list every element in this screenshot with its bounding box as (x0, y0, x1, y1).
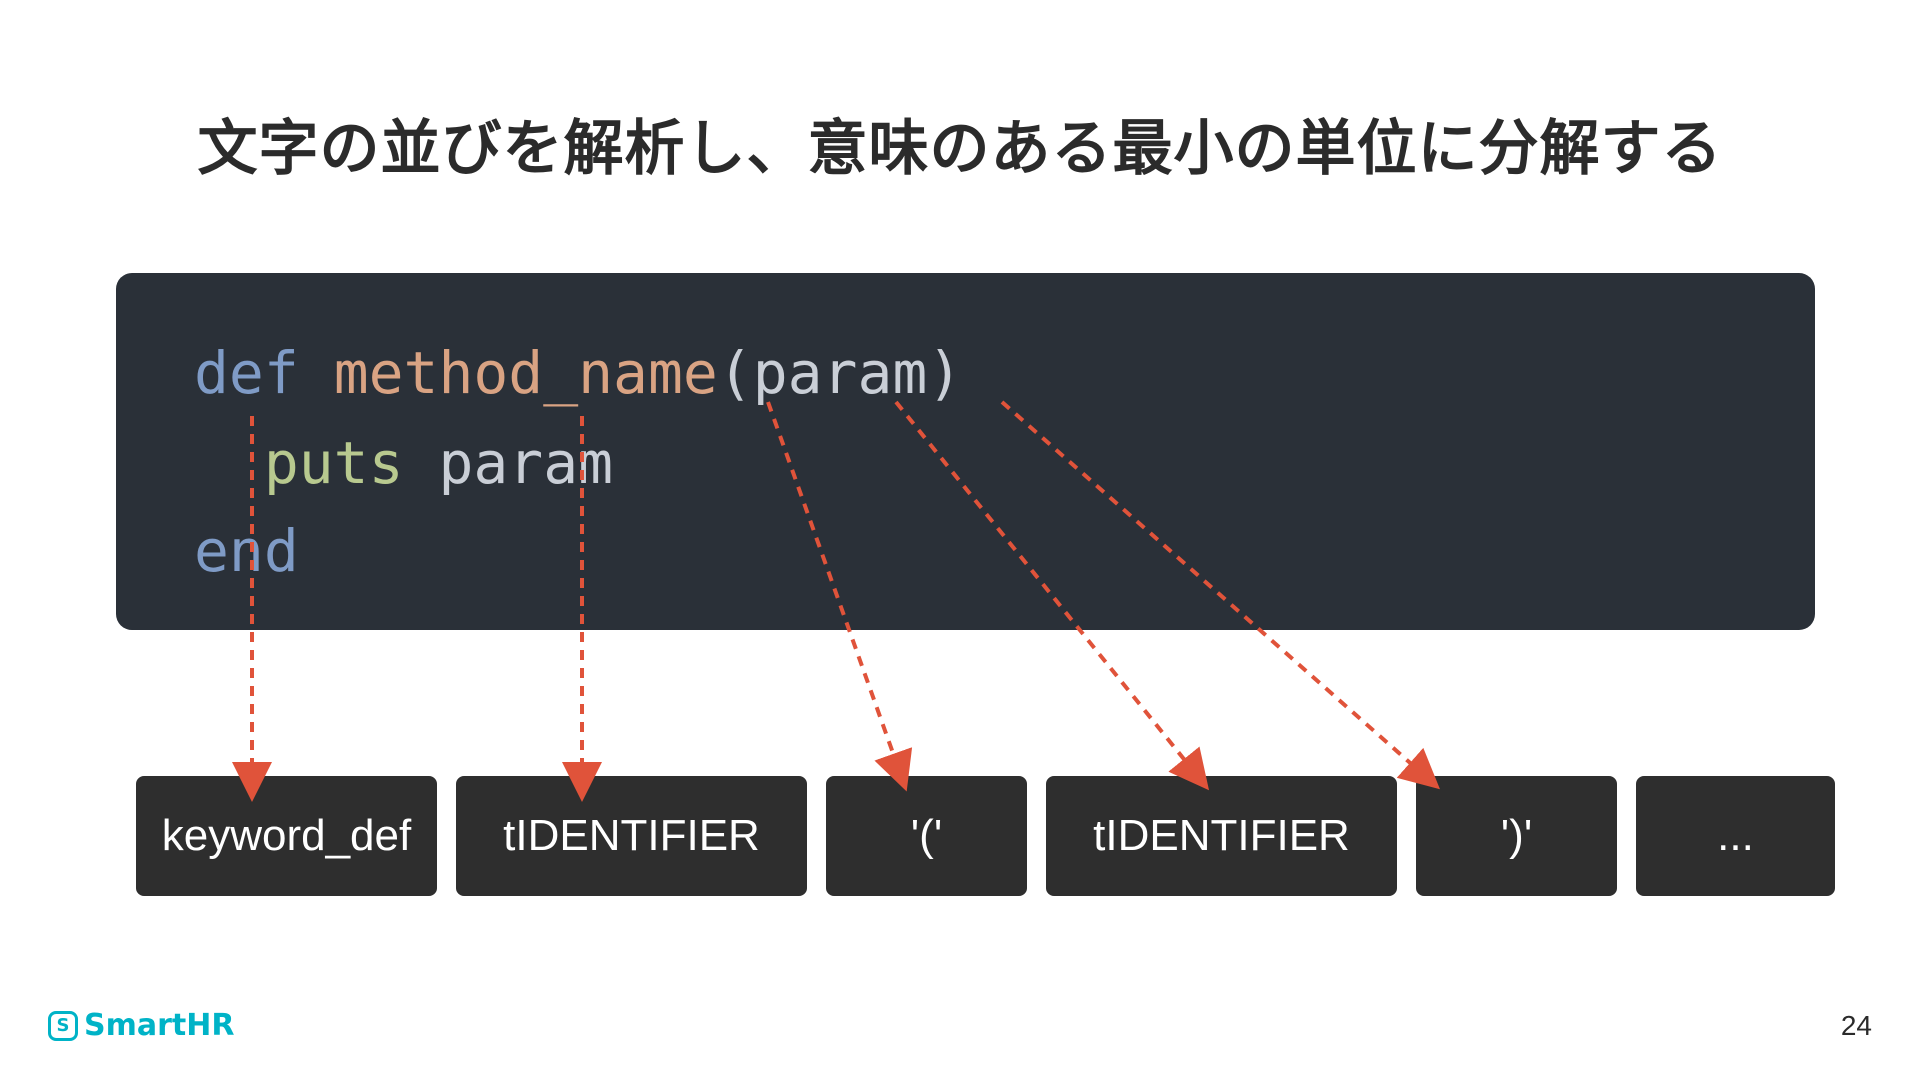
token-box-tidentifier-2: tIDENTIFIER (1046, 776, 1397, 896)
slide-title: 文字の並びを解析し、意味のある最小の単位に分解する (197, 114, 1723, 184)
code-space (299, 339, 334, 407)
token-box-keyword-def: keyword_def (136, 776, 437, 896)
smarthr-logo-text: SmartHR (84, 1008, 235, 1043)
token-box-tidentifier-1: tIDENTIFIER (456, 776, 807, 896)
code-line-2: puts param (194, 434, 613, 492)
smarthr-logo: S SmartHR (48, 1008, 234, 1043)
token-close-paren: ) (927, 339, 963, 407)
token-puts: puts (263, 429, 404, 497)
page-number: 24 (1840, 1010, 1872, 1041)
smarthr-logo-mark: S (48, 1010, 78, 1041)
code-line-3: end (194, 522, 299, 580)
token-method-name: method_name (333, 339, 718, 407)
code-line-1: def method_name(param) (194, 344, 962, 402)
token-box-open-paren: '(' (826, 776, 1027, 896)
token-end-keyword: end (194, 517, 299, 585)
token-open-paren: ( (717, 339, 753, 407)
token-def-keyword: def (194, 339, 299, 407)
code-space (404, 429, 439, 497)
token-box-close-paren: ')' (1416, 776, 1617, 896)
token-puts-arg: param (438, 429, 614, 497)
code-indent (194, 429, 264, 497)
token-box-ellipsis: ... (1636, 776, 1835, 896)
token-param: param (752, 339, 928, 407)
